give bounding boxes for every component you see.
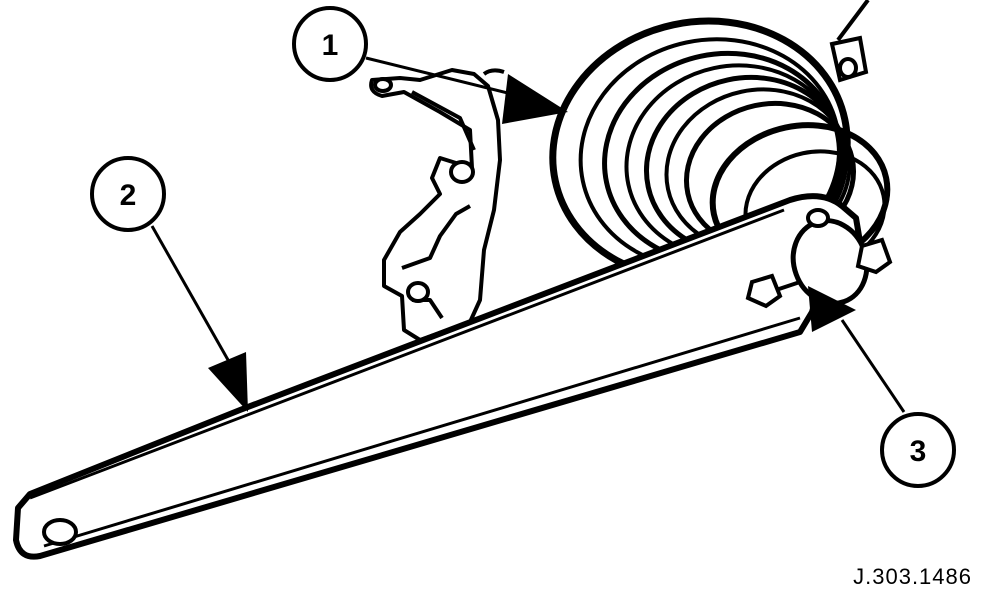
svg-text:3: 3 bbox=[910, 435, 927, 468]
tool-locating-pins bbox=[745, 208, 893, 309]
leader-line-1 bbox=[365, 56, 568, 124]
callout-3: 3 bbox=[880, 412, 956, 488]
cover-bolt-holes bbox=[373, 77, 475, 303]
svg-text:2: 2 bbox=[120, 179, 137, 212]
leader-line-3 bbox=[808, 286, 906, 413]
timing-cover bbox=[369, 68, 505, 342]
holding-tool-arm bbox=[13, 193, 863, 560]
figure-reference: J.303.1486 bbox=[853, 564, 972, 589]
callout-2: 2 bbox=[90, 156, 166, 232]
callout-1: 1 bbox=[292, 6, 368, 82]
svg-text:1: 1 bbox=[322, 29, 339, 62]
pulley-bolt-top bbox=[829, 0, 870, 83]
leader-line-2 bbox=[150, 225, 248, 412]
